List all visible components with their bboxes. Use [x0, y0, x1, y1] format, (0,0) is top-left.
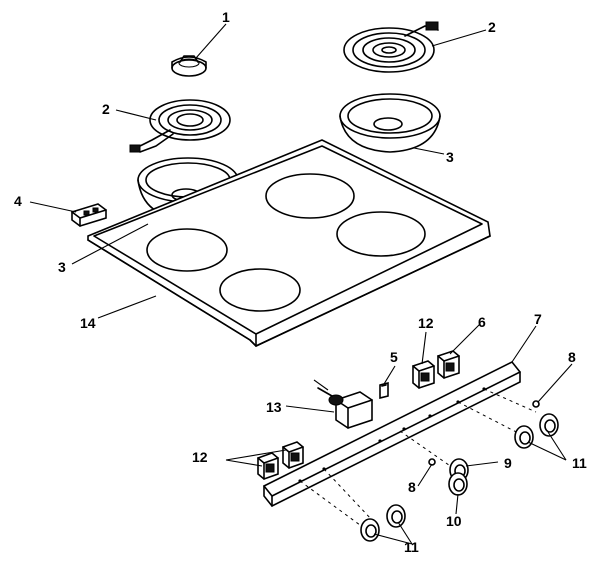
part-8-clip-right: [532, 400, 540, 408]
label-5: 5: [390, 349, 398, 365]
part-13-infinite-switch: [313, 379, 373, 429]
label-1: 1: [222, 9, 230, 25]
part-11-knobs-right: [514, 413, 559, 449]
part-6-switch: [437, 350, 460, 379]
label-12-lower: 12: [192, 449, 208, 465]
part-11-knobs-lower: [360, 504, 406, 542]
callout-labels: 1 2 2 3 3 4 5 6 7 8 8 9 10 11 11 12 12 1…: [14, 9, 587, 555]
part-1-knob-cap: [171, 55, 207, 77]
label-14: 14: [80, 315, 96, 331]
label-12-upper: 12: [418, 315, 434, 331]
label-9: 9: [504, 455, 512, 471]
label-2-upper-right: 2: [488, 19, 496, 35]
leader-lines: [29, 23, 573, 545]
part-4-terminal-block: [71, 203, 107, 227]
part-2-coil-element-right: [343, 21, 439, 73]
part-7-control-panel: [263, 360, 521, 508]
alignment-lines: [299, 388, 537, 529]
label-2-left: 2: [102, 101, 110, 117]
label-7: 7: [534, 311, 542, 327]
part-3-drip-bowl-right: [339, 93, 441, 153]
label-6: 6: [478, 314, 486, 330]
part-2-coil-element-left: [129, 99, 231, 153]
part-12-switch-upper: [412, 360, 435, 389]
part-12-switches-lower: [257, 441, 304, 480]
part-14-cooktop-main-top: [87, 139, 491, 347]
label-8-right: 8: [568, 349, 576, 365]
label-11-lower: 11: [404, 539, 419, 555]
part-5-clip: [379, 381, 389, 400]
label-13: 13: [266, 399, 282, 415]
label-3-right: 3: [446, 149, 454, 165]
label-8-lower: 8: [408, 479, 416, 495]
label-3-left: 3: [58, 259, 66, 275]
label-11-right: 11: [572, 455, 587, 471]
part-10-knob: [448, 472, 468, 496]
label-10: 10: [446, 513, 462, 529]
label-4: 4: [14, 193, 22, 209]
